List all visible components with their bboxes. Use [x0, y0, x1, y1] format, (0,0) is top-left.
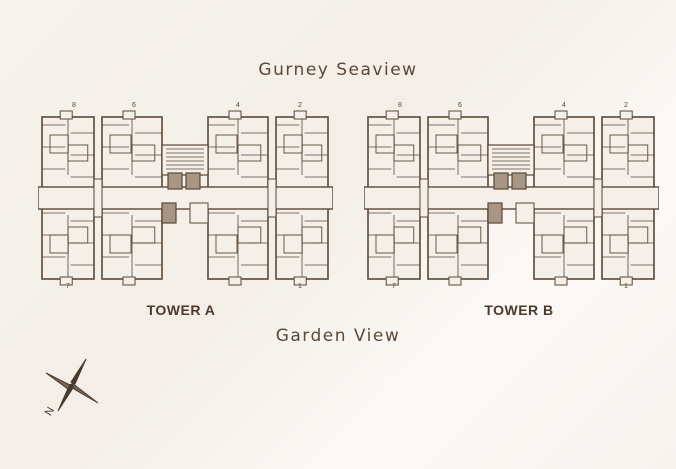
- unit-number-label: 2: [624, 102, 628, 109]
- core-room: [189, 202, 209, 224]
- service-shaft: [161, 202, 177, 224]
- unit-number-label: 8: [72, 102, 76, 109]
- room: [609, 134, 629, 154]
- balcony: [59, 276, 73, 286]
- unit-number-label: 2: [298, 102, 302, 109]
- corridor-link: [593, 178, 603, 218]
- balcony: [122, 276, 136, 286]
- central-corridor: [38, 186, 333, 210]
- tower-b-label: TOWER B: [484, 302, 554, 318]
- room: [67, 226, 89, 244]
- room: [237, 226, 262, 244]
- balcony: [448, 276, 462, 286]
- balcony: [385, 110, 399, 120]
- corridor-link: [93, 178, 103, 218]
- balcony: [448, 110, 462, 120]
- room: [627, 226, 649, 244]
- lift-shaft: [511, 172, 527, 190]
- room: [215, 134, 238, 154]
- service-shaft: [487, 202, 503, 224]
- room: [457, 226, 482, 244]
- room: [393, 226, 415, 244]
- unit-number-label: 7: [66, 283, 70, 290]
- room: [541, 234, 564, 254]
- corridor-link: [419, 178, 429, 218]
- gurney-seaview-heading: Gurney Seaview: [258, 60, 418, 80]
- room: [283, 234, 303, 254]
- stair-core: [487, 144, 535, 176]
- room: [375, 234, 395, 254]
- balcony: [122, 110, 136, 120]
- room: [435, 134, 458, 154]
- balcony: [228, 110, 242, 120]
- room: [457, 144, 482, 162]
- balcony: [619, 276, 633, 286]
- room: [393, 144, 415, 162]
- room: [609, 234, 629, 254]
- room: [49, 134, 69, 154]
- room: [109, 134, 132, 154]
- room: [375, 134, 395, 154]
- room: [237, 144, 262, 162]
- balcony: [293, 276, 307, 286]
- unit-number-label: 7: [392, 283, 396, 290]
- lift-shaft: [185, 172, 201, 190]
- stair-core: [161, 144, 209, 176]
- unit-number-label: 8: [398, 102, 402, 109]
- room: [563, 226, 588, 244]
- balcony: [59, 110, 73, 120]
- lift-shaft: [493, 172, 509, 190]
- unit-number-label: 1: [298, 283, 302, 290]
- room: [301, 144, 323, 162]
- unit-number-label: 6: [132, 102, 136, 109]
- tower-a-label: TOWER A: [146, 302, 216, 318]
- balcony: [554, 276, 568, 286]
- room: [563, 144, 588, 162]
- core-room: [515, 202, 535, 224]
- room: [131, 144, 156, 162]
- room: [435, 234, 458, 254]
- tower-b-floor-plan: 8 6 4 2 7 1: [364, 102, 659, 290]
- balcony: [619, 110, 633, 120]
- compass-north-label: N: [43, 405, 57, 418]
- unit-number-label: 4: [562, 102, 566, 109]
- balcony: [228, 276, 242, 286]
- balcony: [385, 276, 399, 286]
- tower-a-floor-plan: 8 6 4 2 7 1: [38, 102, 333, 290]
- room: [215, 234, 238, 254]
- balcony: [554, 110, 568, 120]
- room: [627, 144, 649, 162]
- balcony: [293, 110, 307, 120]
- compass-icon: N: [43, 358, 99, 418]
- room: [283, 134, 303, 154]
- room: [301, 226, 323, 244]
- room: [67, 144, 89, 162]
- garden-view-heading: Garden View: [275, 326, 401, 346]
- unit-number-label: 1: [624, 283, 628, 290]
- room: [541, 134, 564, 154]
- room: [109, 234, 132, 254]
- unit-number-label: 6: [458, 102, 462, 109]
- lift-shaft: [167, 172, 183, 190]
- central-corridor: [364, 186, 659, 210]
- corridor-link: [267, 178, 277, 218]
- room: [131, 226, 156, 244]
- unit-number-label: 4: [236, 102, 240, 109]
- room: [49, 234, 69, 254]
